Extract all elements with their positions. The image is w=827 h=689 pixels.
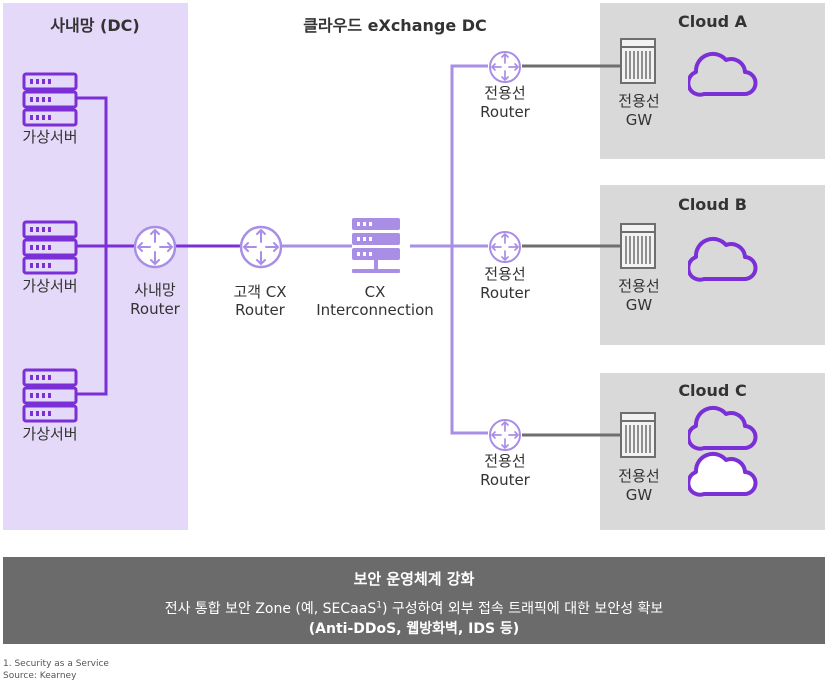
- banner-examples: (Anti-DDoS, 웹방화벽, IDS 등): [308, 621, 520, 637]
- gw-c-label-line1: 전용선: [618, 467, 660, 485]
- router-c-label-line2: Router: [480, 471, 530, 489]
- exchange-title: 클라우드 eXchange DC: [303, 16, 487, 35]
- cloud-stack-icon: [688, 405, 758, 497]
- gateway-icon: [620, 412, 656, 458]
- router-b-label-line1: 전용선: [484, 265, 526, 283]
- footnote-marker: 1: [376, 600, 382, 611]
- cx-router-label-line1: 고객 CX: [233, 283, 287, 301]
- gw-a-label-line2: GW: [625, 111, 653, 129]
- banner-text-after: ) 구성하여 외부 접속 트래픽에 대한 보안성 확보: [381, 601, 664, 617]
- dc-title: 사내망 (DC): [50, 16, 140, 35]
- server-label-1: 가상서버: [22, 128, 78, 146]
- router-icon: [489, 419, 521, 451]
- router-a-label-line1: 전용선: [484, 84, 526, 102]
- cloud-b-title: Cloud B: [678, 195, 747, 214]
- gw-c-label-line2: GW: [625, 486, 653, 504]
- server-rack-icon: [22, 72, 78, 127]
- cloud-icon: [688, 236, 758, 282]
- interconnection-label-line2: Interconnection: [316, 301, 434, 319]
- gw-b-label-line1: 전용선: [618, 277, 660, 295]
- router-c-label-line1: 전용선: [484, 452, 526, 470]
- router-b-label-line2: Router: [480, 284, 530, 302]
- router-icon: [239, 225, 283, 269]
- router-icon: [489, 231, 521, 263]
- interconnection-to-router-a: [450, 64, 488, 246]
- server-rack-icon: [22, 368, 78, 423]
- dc-router-label-line1: 사내망: [134, 281, 176, 299]
- gateway-icon: [620, 223, 656, 269]
- interconnection-to-router-c: [450, 246, 488, 435]
- banner-title: 보안 운영체계 강화: [353, 570, 475, 588]
- router-a-label-line2: Router: [480, 103, 530, 121]
- gw-b-label-line2: GW: [625, 296, 653, 314]
- server-label-3: 가상서버: [22, 425, 78, 443]
- cloud-c-title: Cloud C: [678, 381, 747, 400]
- gateway-icon: [620, 38, 656, 84]
- footnote: 1. Security as a Service: [3, 659, 109, 669]
- source-note: Source: Kearney: [3, 671, 77, 681]
- cx-router-label-line2: Router: [235, 301, 285, 319]
- interconnection-label-line1: CX: [364, 283, 386, 301]
- security-banner: 보안 운영체계 강화 전사 통합 보안 Zone (예, SECaaS1) 구성…: [3, 557, 825, 644]
- router-icon: [133, 225, 177, 269]
- server-rack-icon: [22, 220, 78, 275]
- banner-text-before: 전사 통합 보안 Zone (예, SECaaS: [164, 601, 377, 617]
- banner-description: 전사 통합 보안 Zone (예, SECaaS1) 구성하여 외부 접속 트래…: [3, 598, 825, 618]
- server-label-2: 가상서버: [22, 277, 78, 295]
- cloud-a-title: Cloud A: [677, 12, 747, 31]
- interconnection-server-icon: [352, 218, 400, 273]
- router-icon: [489, 51, 521, 83]
- cloud-icon: [688, 51, 758, 97]
- gw-a-label-line1: 전용선: [618, 92, 660, 110]
- dc-router-label-line2: Router: [130, 300, 180, 318]
